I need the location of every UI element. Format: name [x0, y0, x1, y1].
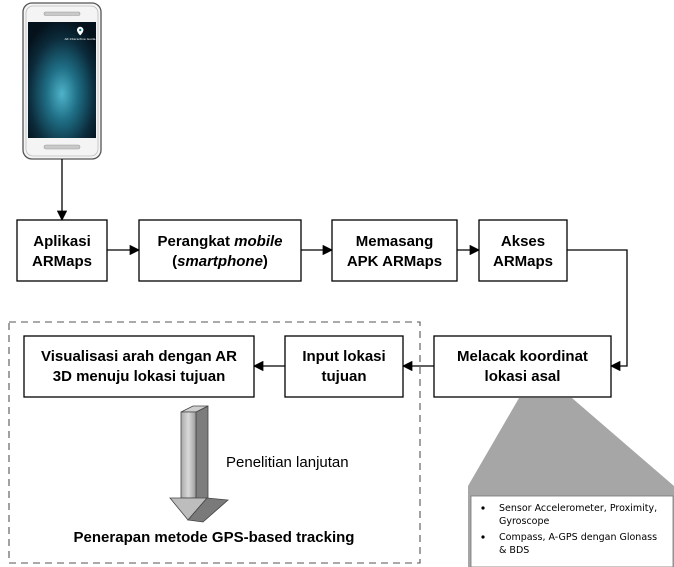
box-melacak-line1: Melacak koordinat [457, 348, 588, 365]
box-akses: Akses ARMaps [478, 219, 568, 282]
box-visualisasi-line2: 3D menuju lokasi tujuan [53, 368, 226, 385]
sensor-bullet-2 [481, 535, 485, 539]
box-akses-line2: ARMaps [493, 253, 553, 270]
box-memasang: Memasang APK ARMaps [331, 219, 458, 282]
sensor-bullet-1 [481, 506, 485, 510]
box-visualisasi: Visualisasi arah dengan AR 3D menuju lok… [23, 335, 255, 398]
future-method-label: Penerapan metode GPS-based tracking [74, 529, 355, 546]
sensor-item-2-line2: & BDS [499, 545, 529, 556]
box-melacak-line2: lokasi asal [485, 368, 561, 385]
phone-screen-label: AR Interactive Guide [64, 37, 95, 41]
phone-screen [28, 22, 96, 138]
box-perangkat-line1: Perangkat mobile [157, 233, 282, 250]
box-perangkat: Perangkat mobile (smartphone) [138, 219, 302, 282]
box-visualisasi-line1: Visualisasi arah dengan AR [41, 348, 237, 365]
smartphone-icon: AR Interactive Guide [22, 2, 102, 160]
box-input-line2: tujuan [322, 368, 367, 385]
future-research-region [8, 321, 421, 564]
box-memasang-line1: Memasang [356, 233, 434, 250]
box-akses-line1: Akses [501, 233, 545, 250]
box-input: Input lokasi tujuan [284, 335, 404, 398]
box-melacak: Melacak koordinat lokasi asal [433, 335, 612, 398]
box-memasang-line2: APK ARMaps [347, 253, 442, 270]
sensor-item-1-line1: Sensor Accelerometer, Proximity, [499, 503, 657, 514]
phone-home-bar [43, 144, 81, 150]
sensor-list-box: Sensor Accelerometer, Proximity, Gyrosco… [470, 495, 674, 567]
connectors [56, 159, 628, 372]
map-pin-icon [77, 26, 84, 36]
box-aplikasi-line1: Aplikasi [33, 233, 91, 250]
box-aplikasi: Aplikasi ARMaps [16, 219, 108, 282]
box-input-line1: Input lokasi [302, 348, 385, 365]
future-arrow-label: Penelitian lanjutan [226, 454, 349, 471]
sensor-item-2-line1: Compass, A-GPS dengan Glonass [499, 532, 657, 543]
future-down-arrow-icon [169, 405, 229, 523]
box-perangkat-line2: (smartphone) [172, 253, 268, 270]
arrow-akses-to-melacak [567, 249, 628, 372]
sensor-item-1-line2: Gyroscope [499, 516, 550, 527]
box-aplikasi-line2: ARMaps [32, 253, 92, 270]
